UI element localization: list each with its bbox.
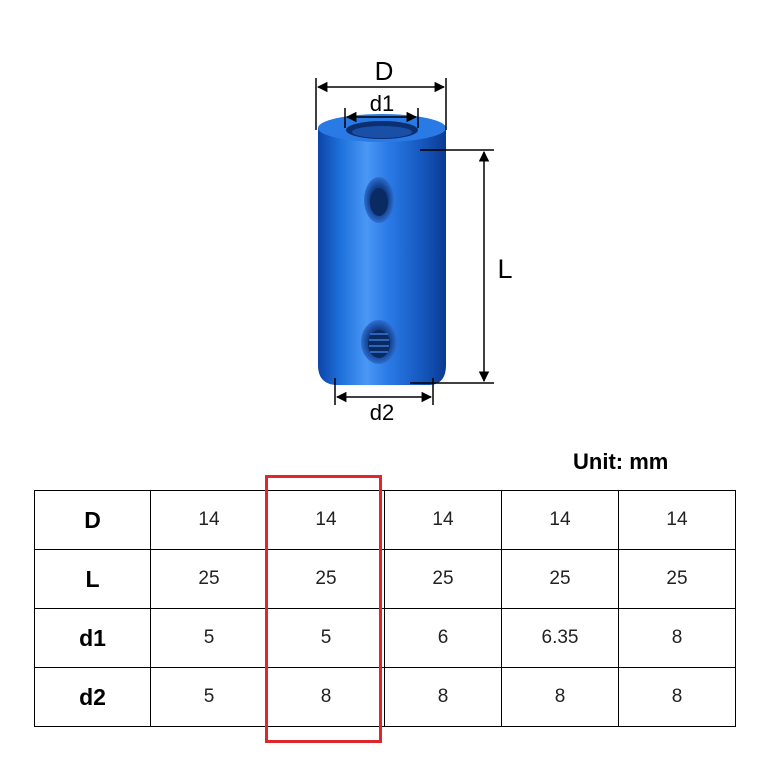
table-cell: 25: [384, 549, 502, 609]
table-cell: 8: [618, 667, 736, 727]
row-header: L: [34, 549, 151, 609]
table-cell: 5: [267, 608, 385, 668]
table-cell: 8: [618, 608, 736, 668]
row-header: d2: [34, 667, 151, 727]
table-cell: 14: [384, 490, 502, 550]
table-row: L 25 25 25 25 25: [34, 549, 736, 609]
table-cell: 25: [267, 549, 385, 609]
table-cell: 25: [501, 549, 619, 609]
label-d2: d2: [370, 400, 394, 425]
dimension-L: L: [410, 149, 513, 384]
dimension-d1: d1: [344, 91, 419, 128]
coupler-diagram: D d1 L d2: [315, 56, 513, 425]
table-row: d2 5 8 8 8 8: [34, 667, 736, 727]
table-cell: 6: [384, 608, 502, 668]
row-header: d1: [34, 608, 151, 668]
label-L: L: [497, 254, 512, 284]
table-cell: 25: [618, 549, 736, 609]
table-cell: 14: [150, 490, 268, 550]
table-cell: 6.35: [501, 608, 619, 668]
table-cell: 5: [150, 608, 268, 668]
set-screw-hole-upper: [364, 177, 394, 223]
row-header: D: [34, 490, 151, 550]
table-cell: 14: [618, 490, 736, 550]
table-cell: 25: [150, 549, 268, 609]
unit-label: Unit: mm: [573, 449, 669, 474]
table-cell: 8: [267, 667, 385, 727]
dimension-D: D: [315, 56, 447, 130]
table-cell: 14: [267, 490, 385, 550]
set-screw-hole-lower: [361, 320, 397, 364]
dimension-d2: d2: [334, 378, 434, 425]
table-cell: 14: [501, 490, 619, 550]
label-D: D: [375, 56, 394, 86]
table-cell: 8: [501, 667, 619, 727]
label-d1: d1: [370, 91, 394, 116]
table-cell: 8: [384, 667, 502, 727]
table-row: D 14 14 14 14 14: [34, 490, 736, 550]
spec-table: D 14 14 14 14 14 L 25 25 25 25 25 d1 5 5…: [34, 490, 736, 727]
table-cell: 5: [150, 667, 268, 727]
table-row: d1 5 5 6 6.35 8: [34, 608, 736, 668]
